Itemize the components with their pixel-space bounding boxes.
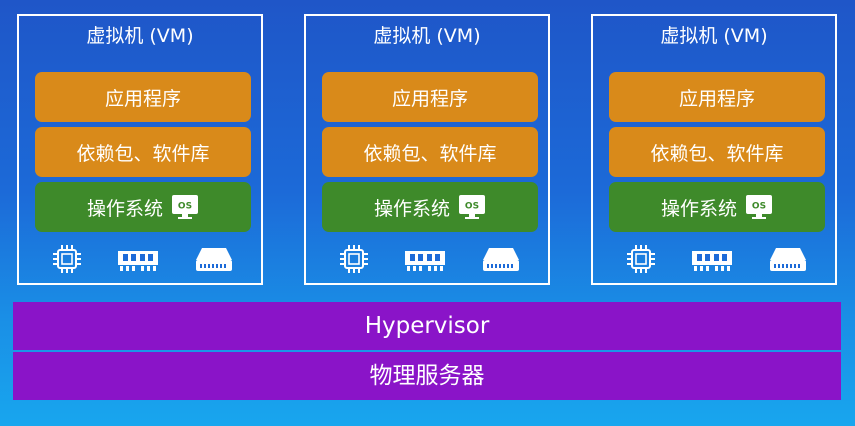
os-layer: 操作系统 OS xyxy=(35,182,251,232)
os-monitor-icon: OS xyxy=(459,195,485,219)
os-layer: 操作系统 OS xyxy=(609,182,825,232)
application-layer: 应用程序 xyxy=(322,72,538,122)
libraries-label: 依赖包、软件库 xyxy=(363,142,497,165)
os-monitor-icon: OS xyxy=(746,195,772,219)
memory-icon xyxy=(117,251,158,271)
memory-icon xyxy=(691,251,732,271)
vm-title: 虚拟机 (VM) xyxy=(373,25,481,47)
os-badge-text: OS xyxy=(465,202,479,212)
disk-icon xyxy=(769,248,806,271)
application-label: 应用程序 xyxy=(104,87,181,110)
disk-icon xyxy=(482,248,519,271)
physical-server-label: 物理服务器 xyxy=(369,363,485,389)
os-label: 操作系统 xyxy=(86,197,163,220)
os-label: 操作系统 xyxy=(660,197,737,220)
hardware-row xyxy=(609,244,825,274)
application-layer: 应用程序 xyxy=(609,72,825,122)
libraries-layer: 依赖包、软件库 xyxy=(35,127,251,177)
os-badge-text: OS xyxy=(178,202,192,212)
application-label: 应用程序 xyxy=(391,87,468,110)
cpu-icon xyxy=(340,245,369,273)
vm-title: 虚拟机 (VM) xyxy=(660,25,768,47)
libraries-layer: 依赖包、软件库 xyxy=(609,127,825,177)
os-layer: 操作系统 OS xyxy=(322,182,538,232)
libraries-label: 依赖包、软件库 xyxy=(76,142,210,165)
libraries-label: 依赖包、软件库 xyxy=(650,142,784,165)
application-label: 应用程序 xyxy=(678,87,755,110)
vm-box-1: 虚拟机 (VM) 应用程序 依赖包、软件库 操作系统 OS xyxy=(17,14,263,285)
vm-box-3: 虚拟机 (VM) 应用程序 依赖包、软件库 操作系统 OS xyxy=(591,14,837,285)
hypervisor-label: Hypervisor xyxy=(364,313,490,339)
memory-icon xyxy=(404,251,445,271)
os-badge-text: OS xyxy=(752,202,766,212)
os-monitor-icon: OS xyxy=(172,195,198,219)
disk-icon xyxy=(195,248,232,271)
hardware-row xyxy=(35,244,251,274)
vm-title: 虚拟机 (VM) xyxy=(86,25,194,47)
physical-server-layer: 物理服务器 xyxy=(13,352,841,400)
libraries-layer: 依赖包、软件库 xyxy=(322,127,538,177)
cpu-icon xyxy=(627,245,656,273)
hypervisor-layer: Hypervisor xyxy=(13,302,841,350)
vm-box-2: 虚拟机 (VM) 应用程序 依赖包、软件库 操作系统 OS xyxy=(304,14,550,285)
os-label: 操作系统 xyxy=(373,197,450,220)
hardware-row xyxy=(322,244,538,274)
cpu-icon xyxy=(53,245,82,273)
application-layer: 应用程序 xyxy=(35,72,251,122)
